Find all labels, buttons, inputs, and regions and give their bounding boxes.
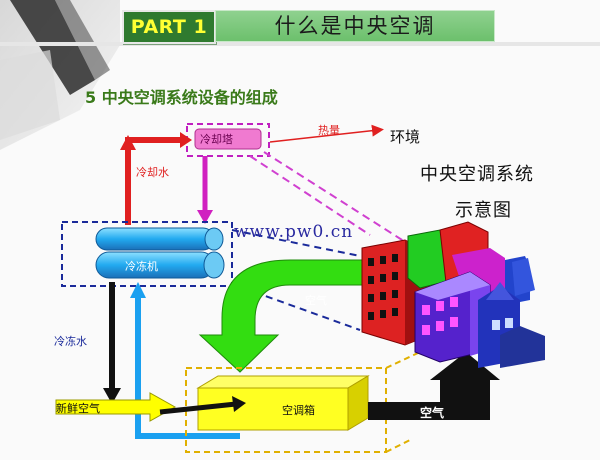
chilled-water-label: 冷冻水: [54, 335, 87, 348]
page-title: 什么是中央空调: [274, 14, 436, 38]
environment-label: 环境: [390, 128, 421, 146]
supply-air-label: 空气: [420, 406, 445, 420]
air-handler-label: 空调箱: [282, 404, 315, 417]
header-title-bar: 什么是中央空调: [215, 10, 495, 42]
diagram-title-line1: 中央空调系统: [420, 164, 534, 185]
chiller-dashed-box: [61, 221, 233, 287]
air-to-building-label: 空气: [305, 294, 327, 307]
part-label: PART 1: [130, 16, 208, 38]
building-cluster: [361, 221, 545, 368]
section-title: 5 中央空调系统设备的组成: [85, 88, 278, 107]
fresh-air-label: 新鲜空气: [56, 402, 100, 415]
cooling-water-up-arrow: [125, 137, 180, 225]
cooling-water-label: 冷却水: [136, 166, 169, 179]
air-handler-box: [197, 387, 349, 431]
chilled-water-return-arrow: [135, 295, 150, 439]
green-air-arrow: [198, 259, 371, 373]
cooling-tower-shape: [194, 128, 262, 150]
cooling-tower-label: 冷却塔: [200, 133, 233, 146]
diagram-title-line2: 示意图: [455, 200, 512, 221]
supply-air-arrow: [368, 352, 500, 420]
heat-arrow: [269, 124, 384, 143]
chiller-label: 冷冻机: [125, 260, 158, 273]
watermark: www.pw0.cn: [234, 222, 354, 242]
heat-label: 热量: [318, 124, 340, 137]
part-badge: PART 1: [122, 10, 216, 44]
